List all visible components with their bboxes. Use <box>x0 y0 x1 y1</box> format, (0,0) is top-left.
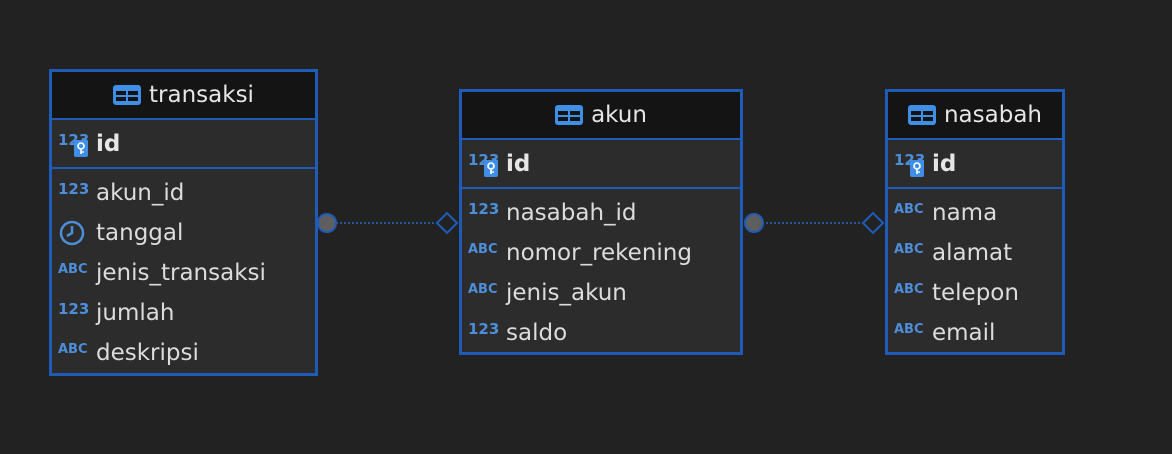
table-icon <box>907 105 936 125</box>
column-name: nasabah_id <box>506 200 637 226</box>
column-name: tanggal <box>96 220 184 246</box>
column-name: deskripsi <box>96 340 199 366</box>
column-name: jumlah <box>96 300 175 326</box>
entity-title: akun <box>591 102 647 128</box>
primary-key-row[interactable]: 123 id <box>52 120 315 169</box>
entity-header[interactable]: nasabah <box>888 92 1062 140</box>
clock-icon <box>58 220 96 246</box>
column-row[interactable]: ABC nama <box>888 193 1062 233</box>
key-icon <box>484 159 498 177</box>
numeric-type-icon: 123 <box>58 300 90 318</box>
text-type-icon: ABC <box>468 241 498 257</box>
column-name: id <box>506 150 531 177</box>
column-name: jenis_akun <box>506 280 627 306</box>
text-type-icon: ABC <box>894 321 924 337</box>
column-row[interactable]: 123 nasabah_id <box>462 193 740 233</box>
column-name: nomor_rekening <box>506 240 692 266</box>
text-type-icon: ABC <box>894 281 924 297</box>
connector-diamond-icon <box>861 211 885 235</box>
numeric-type-icon: 123 <box>468 200 500 218</box>
entity-title: transaksi <box>149 82 254 108</box>
primary-key-row[interactable]: 123 id <box>888 140 1062 189</box>
connector-dot-icon <box>317 213 337 233</box>
column-row[interactable]: ABC jenis_akun <box>462 273 740 313</box>
column-name: akun_id <box>96 180 185 206</box>
column-row[interactable]: 123 jumlah <box>52 293 315 333</box>
column-name: id <box>932 150 957 177</box>
table-icon <box>555 105 584 125</box>
numeric-type-icon: 123 <box>468 320 500 338</box>
text-type-icon: ABC <box>58 341 88 357</box>
text-type-icon: ABC <box>894 201 924 217</box>
primary-key-icon: 123 <box>468 151 506 177</box>
text-type-icon: ABC <box>894 241 924 257</box>
connector-dot-icon <box>744 213 764 233</box>
column-row[interactable]: ABC jenis_transaksi <box>52 253 315 293</box>
column-name: alamat <box>932 240 1013 266</box>
column-name: jenis_transaksi <box>96 260 266 286</box>
primary-key-row[interactable]: 123 id <box>462 140 740 189</box>
column-row[interactable]: 123 saldo <box>462 313 740 353</box>
entity-header[interactable]: transaksi <box>52 72 315 120</box>
entity-header[interactable]: akun <box>462 92 740 140</box>
column-name: nama <box>932 200 998 226</box>
column-name: saldo <box>506 320 568 346</box>
relationship-transaksi-akun <box>317 211 459 235</box>
numeric-type-icon: 123 <box>58 180 90 198</box>
column-name: email <box>932 320 996 346</box>
text-type-icon: ABC <box>468 281 498 297</box>
primary-key-icon: 123 <box>58 131 96 157</box>
entity-transaksi[interactable]: transaksi 123 id 123 akun_id tanggal ABC… <box>49 69 318 376</box>
relationship-akun-nasabah <box>744 211 885 235</box>
entity-nasabah[interactable]: nasabah 123 id ABC nama ABC alamat ABC t… <box>885 89 1065 355</box>
primary-key-icon: 123 <box>894 151 932 177</box>
entity-title: nasabah <box>943 102 1043 128</box>
connector-diamond-icon <box>435 211 459 235</box>
column-name: id <box>96 130 121 157</box>
column-row[interactable]: tanggal <box>52 213 315 253</box>
text-type-icon: ABC <box>58 261 88 277</box>
column-row[interactable]: ABC nomor_rekening <box>462 233 740 273</box>
table-icon <box>113 85 142 105</box>
column-row[interactable]: ABC email <box>888 313 1062 353</box>
column-row[interactable]: ABC alamat <box>888 233 1062 273</box>
key-icon <box>74 139 88 157</box>
column-row[interactable]: ABC deskripsi <box>52 333 315 373</box>
column-row[interactable]: ABC telepon <box>888 273 1062 313</box>
key-icon <box>910 159 924 177</box>
column-row[interactable]: 123 akun_id <box>52 173 315 213</box>
column-name: telepon <box>932 280 1019 306</box>
entity-akun[interactable]: akun 123 id 123 nasabah_id ABC nomor_rek… <box>459 89 743 355</box>
